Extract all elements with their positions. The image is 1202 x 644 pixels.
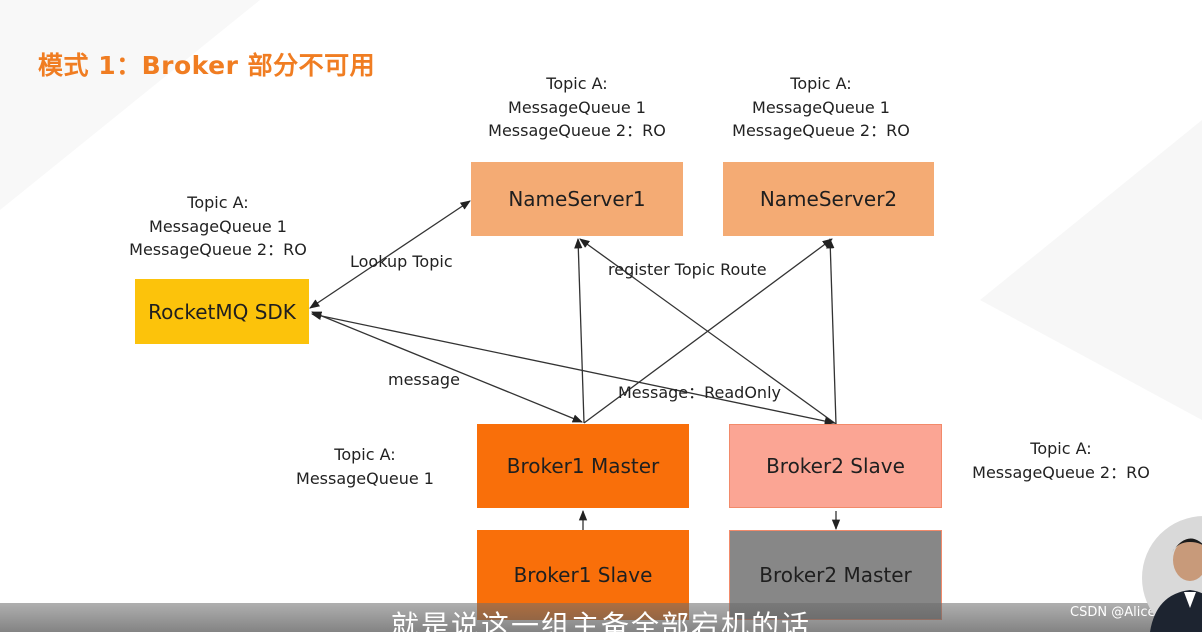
note-line: Topic A: — [790, 74, 852, 93]
note-line: MessageQueue 2：RO — [972, 462, 1150, 482]
note-line: MessageQueue 2：RO — [732, 121, 910, 140]
rocketmq-sdk-node: RocketMQ SDK — [135, 279, 309, 344]
edge-sdk-message-broker1 — [311, 311, 583, 423]
broker1-topic-note: Topic A: MessageQueue 1 — [265, 443, 465, 490]
edge-broker2-to-nameserver2 — [826, 237, 837, 425]
note-line: MessageQueue 1 — [508, 97, 646, 117]
edge-lookup-topic — [309, 200, 471, 309]
node-label: RocketMQ SDK — [148, 299, 296, 324]
page-title: 模式 1：Broker 部分不可用 — [38, 51, 376, 80]
subtitle-bar — [0, 603, 1202, 632]
node-label: Broker1 Master — [506, 454, 660, 478]
edge-label-message-readonly: Message：ReadOnly — [618, 383, 781, 402]
node-label: Broker2 Slave — [766, 454, 905, 478]
nameserver2-topic-note: Topic A: MessageQueue 1 MessageQueue 2：R… — [721, 72, 921, 143]
note-line: MessageQueue 1 — [296, 468, 434, 488]
video-subtitle: 就是说这一组主备全部宕机的话 — [390, 609, 811, 642]
sdk-topic-note: Topic A: MessageQueue 1 MessageQueue 2：R… — [118, 191, 318, 262]
edge-sdk-readonly-broker2 — [310, 311, 836, 426]
node-label: NameServer1 — [508, 187, 646, 211]
node-label: NameServer2 — [759, 187, 898, 211]
node-label: Broker1 Slave — [513, 563, 653, 587]
edge-label-lookup-topic: Lookup Topic — [350, 252, 453, 271]
note-line: Topic A: — [546, 74, 608, 93]
nameserver1-topic-note: Topic A: MessageQueue 1 MessageQueue 2：R… — [477, 72, 677, 143]
note-line: MessageQueue 1 — [149, 216, 287, 236]
broker1-master-node: Broker1 Master — [477, 424, 689, 508]
note-line: MessageQueue 2：RO — [129, 240, 307, 259]
note-line: Topic A: — [1030, 439, 1092, 458]
edge-broker1-to-nameserver1 — [574, 237, 585, 424]
node-label: Broker2 Master — [759, 563, 912, 587]
note-line: Topic A: — [187, 193, 249, 212]
note-line: Topic A: — [334, 445, 396, 464]
note-line: MessageQueue 1 — [752, 97, 890, 117]
broker2-slave-node: Broker2 Slave — [729, 424, 942, 508]
note-line: MessageQueue 2：RO — [488, 121, 666, 140]
edge-label-register-topic-route: register Topic Route — [608, 260, 767, 279]
presenter-avatar — [1142, 508, 1202, 632]
nameserver2-node: NameServer2 — [723, 162, 934, 236]
broker2-topic-note: Topic A: MessageQueue 2：RO — [961, 437, 1161, 484]
edge-label-message: message — [388, 370, 460, 389]
nameserver1-node: NameServer1 — [471, 162, 683, 236]
